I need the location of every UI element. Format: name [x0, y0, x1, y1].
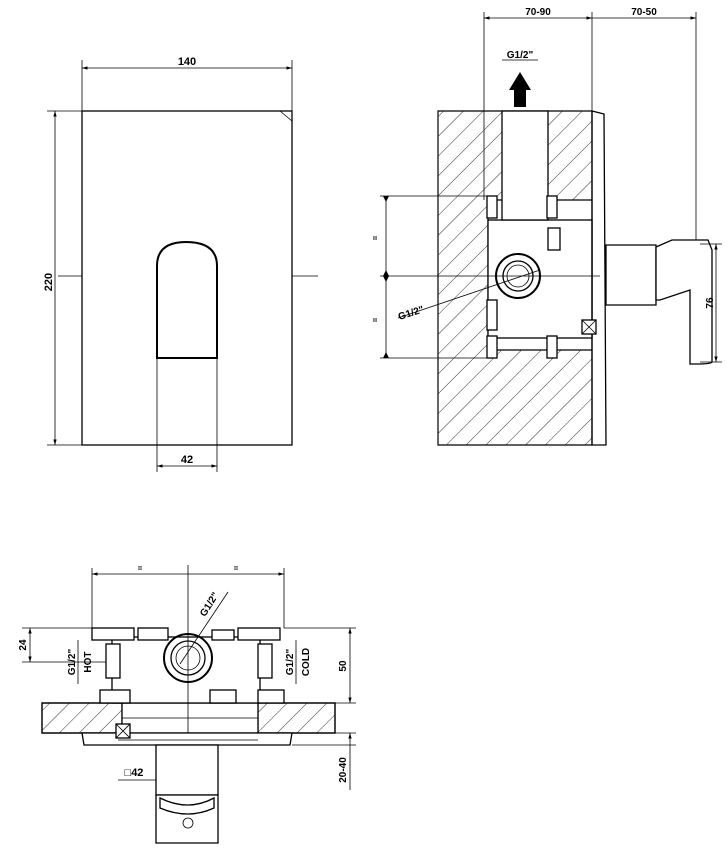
projection-dimension: 70-50: [631, 7, 657, 18]
top-outlet-size: G1/2": [198, 590, 221, 618]
outlet-size: G1/2": [507, 50, 534, 61]
square-dimension: □42: [125, 767, 144, 779]
front-view: 140 220 42: [43, 56, 318, 472]
inlet-size: G1/2": [397, 304, 426, 323]
plate-dimension: 20-40: [338, 757, 349, 783]
side-view: G1/2" 70-90 70-50 = = G1/2" 76: [371, 7, 722, 446]
body-depth-dimension: 50: [338, 660, 349, 672]
cold-label: COLD: [301, 648, 312, 676]
outlet-arrow: [509, 72, 531, 107]
spout-height-dimension: 76: [705, 297, 716, 309]
front-handle: [156, 240, 218, 359]
wall-depth-dimension: 70-90: [525, 7, 551, 18]
handle-width-dimension: 42: [181, 454, 193, 466]
width-dimension: 140: [178, 56, 196, 68]
top-view: = = G1/2" G1/2" HOT G1/2" COLD 24 50 20-…: [18, 564, 356, 844]
cold-size: G1/2": [285, 649, 296, 676]
height-dimension: 220: [43, 273, 55, 291]
top-tick-right: =: [234, 564, 239, 573]
tick-top: =: [371, 235, 380, 240]
front-plate: [81, 110, 293, 446]
offset-dimension: 24: [18, 639, 29, 651]
tick-bottom: =: [371, 317, 380, 322]
top-tick-left: =: [138, 564, 143, 573]
